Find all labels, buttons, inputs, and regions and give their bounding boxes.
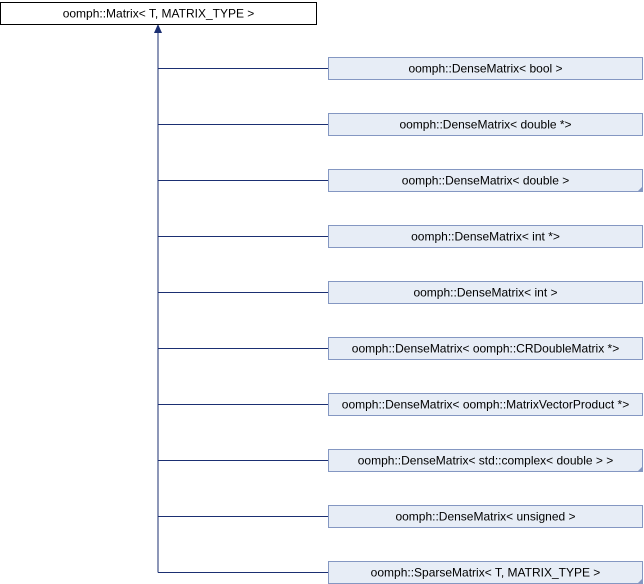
derived-class-box[interactable] xyxy=(328,113,643,136)
more-derived-indicator-icon xyxy=(637,186,643,192)
derived-class-label: oomph::DenseMatrix< int *> xyxy=(411,230,560,244)
derived-class-box[interactable] xyxy=(328,281,643,304)
derived-class-node-oomph-densematrix-std-complex-double[interactable]: oomph::DenseMatrix< std::complex< double… xyxy=(328,449,643,472)
derived-class-box[interactable] xyxy=(328,169,643,192)
derived-class-box[interactable] xyxy=(328,225,643,248)
derived-class-node-oomph-densematrix-bool[interactable]: oomph::DenseMatrix< bool > xyxy=(328,57,643,80)
base-class-label: oomph::Matrix< T, MATRIX_TYPE > xyxy=(63,7,255,21)
derived-class-box[interactable] xyxy=(328,449,643,472)
derived-class-node-oomph-densematrix-double[interactable]: oomph::DenseMatrix< double *> xyxy=(328,113,643,136)
derived-class-node-oomph-densematrix-oomph-crdoublematrix[interactable]: oomph::DenseMatrix< oomph::CRDoubleMatri… xyxy=(328,337,643,360)
derived-class-box[interactable] xyxy=(328,505,643,528)
derived-class-node-oomph-densematrix-int[interactable]: oomph::DenseMatrix< int > xyxy=(328,281,643,304)
derived-class-node-oomph-densematrix-int[interactable]: oomph::DenseMatrix< int *> xyxy=(328,225,643,248)
more-derived-indicator-icon xyxy=(637,466,643,472)
derived-class-label: oomph::DenseMatrix< bool > xyxy=(408,62,562,76)
derived-class-label: oomph::DenseMatrix< unsigned > xyxy=(395,510,575,524)
base-class-box[interactable] xyxy=(0,2,317,25)
derived-class-label: oomph::DenseMatrix< std::complex< double… xyxy=(358,454,613,468)
base-class-node[interactable]: oomph::Matrix< T, MATRIX_TYPE > xyxy=(0,2,317,25)
derived-class-node-oomph-densematrix-oomph-matrixvectorproduct[interactable]: oomph::DenseMatrix< oomph::MatrixVectorP… xyxy=(328,393,643,416)
derived-class-node-oomph-sparsematrix-t-matrix-type[interactable]: oomph::SparseMatrix< T, MATRIX_TYPE > xyxy=(328,561,643,584)
derived-class-box[interactable] xyxy=(328,57,643,80)
derived-class-box[interactable] xyxy=(328,337,643,360)
derived-class-label: oomph::DenseMatrix< oomph::CRDoubleMatri… xyxy=(352,342,619,356)
derived-class-label: oomph::DenseMatrix< oomph::MatrixVectorP… xyxy=(342,398,629,412)
more-derived-indicator-icon xyxy=(637,578,643,584)
derived-class-label: oomph::SparseMatrix< T, MATRIX_TYPE > xyxy=(371,566,601,580)
derived-class-node-oomph-densematrix-double[interactable]: oomph::DenseMatrix< double > xyxy=(328,169,643,192)
derived-class-list: oomph::DenseMatrix< bool >oomph::DenseMa… xyxy=(158,57,643,584)
derived-class-node-oomph-densematrix-unsigned[interactable]: oomph::DenseMatrix< unsigned > xyxy=(328,505,643,528)
derived-class-box[interactable] xyxy=(328,393,643,416)
derived-class-label: oomph::DenseMatrix< double > xyxy=(402,174,569,188)
derived-class-label: oomph::DenseMatrix< double *> xyxy=(399,118,571,132)
inheritance-arrow-icon xyxy=(154,24,162,33)
derived-class-label: oomph::DenseMatrix< int > xyxy=(413,286,557,300)
